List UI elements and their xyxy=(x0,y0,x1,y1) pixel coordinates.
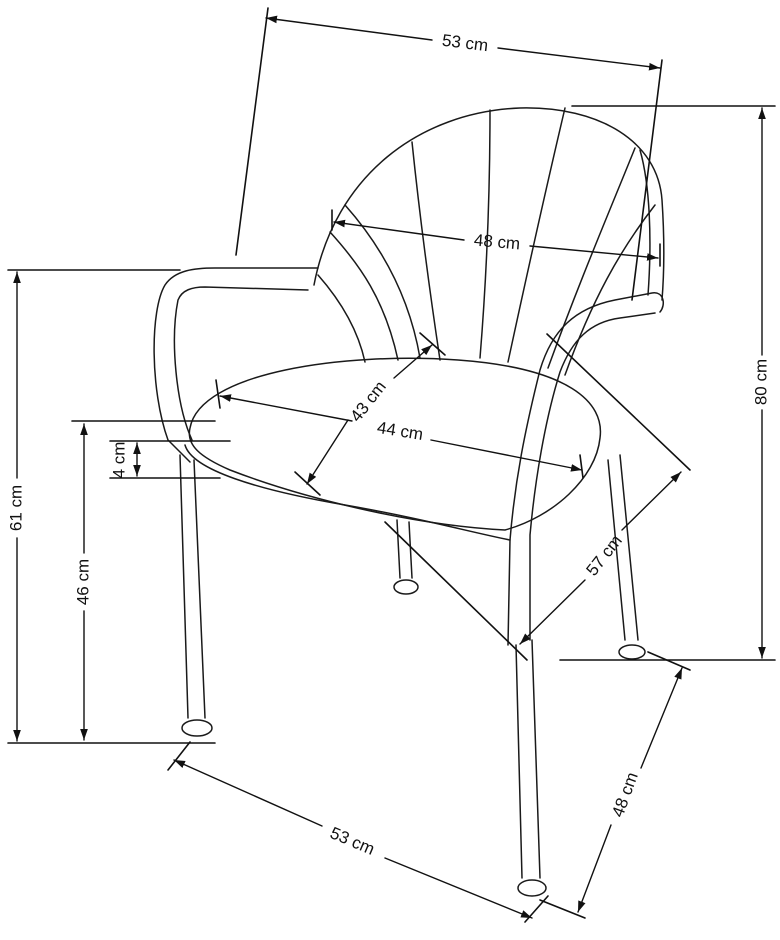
backrest-shell xyxy=(313,107,665,301)
back-right-leg-b xyxy=(619,454,639,641)
label-seat-thickness: 4 cm xyxy=(109,442,128,479)
chair-outline xyxy=(153,107,665,897)
back-left-leg xyxy=(396,519,401,579)
backrest-channels xyxy=(317,107,656,376)
front-right-foot xyxy=(517,879,547,897)
left-armrest-inner xyxy=(173,286,309,441)
backrest-side-edge xyxy=(639,149,651,296)
label-total-height: 80 cm xyxy=(751,359,770,405)
right-armrest xyxy=(507,292,665,646)
front-right-leg-b xyxy=(531,639,541,879)
back-right-foot xyxy=(618,644,646,660)
right-armrest-inner xyxy=(529,312,656,641)
back-left-leg-b xyxy=(408,521,413,579)
label-seat-width: 44 cm xyxy=(376,418,425,444)
front-left-leg-b xyxy=(193,459,206,719)
label-diagonal: 57 cm xyxy=(582,531,625,579)
label-base-width: 53 cm xyxy=(327,823,377,859)
back-left-foot xyxy=(393,579,419,595)
seat-top xyxy=(188,357,602,531)
front-left-leg xyxy=(179,454,189,719)
left-armrest xyxy=(153,267,319,463)
dimension-lines xyxy=(7,7,776,923)
label-back-width: 48 cm xyxy=(473,231,521,254)
label-base-depth: 48 cm xyxy=(608,770,642,820)
label-top-width: 53 cm xyxy=(441,31,489,56)
back-right-leg xyxy=(607,459,626,641)
label-armrest-height: 61 cm xyxy=(6,485,25,531)
label-seat-height: 46 cm xyxy=(73,559,92,605)
seat-rim xyxy=(184,444,511,541)
front-left-foot xyxy=(181,719,213,737)
front-right-leg xyxy=(515,644,523,879)
